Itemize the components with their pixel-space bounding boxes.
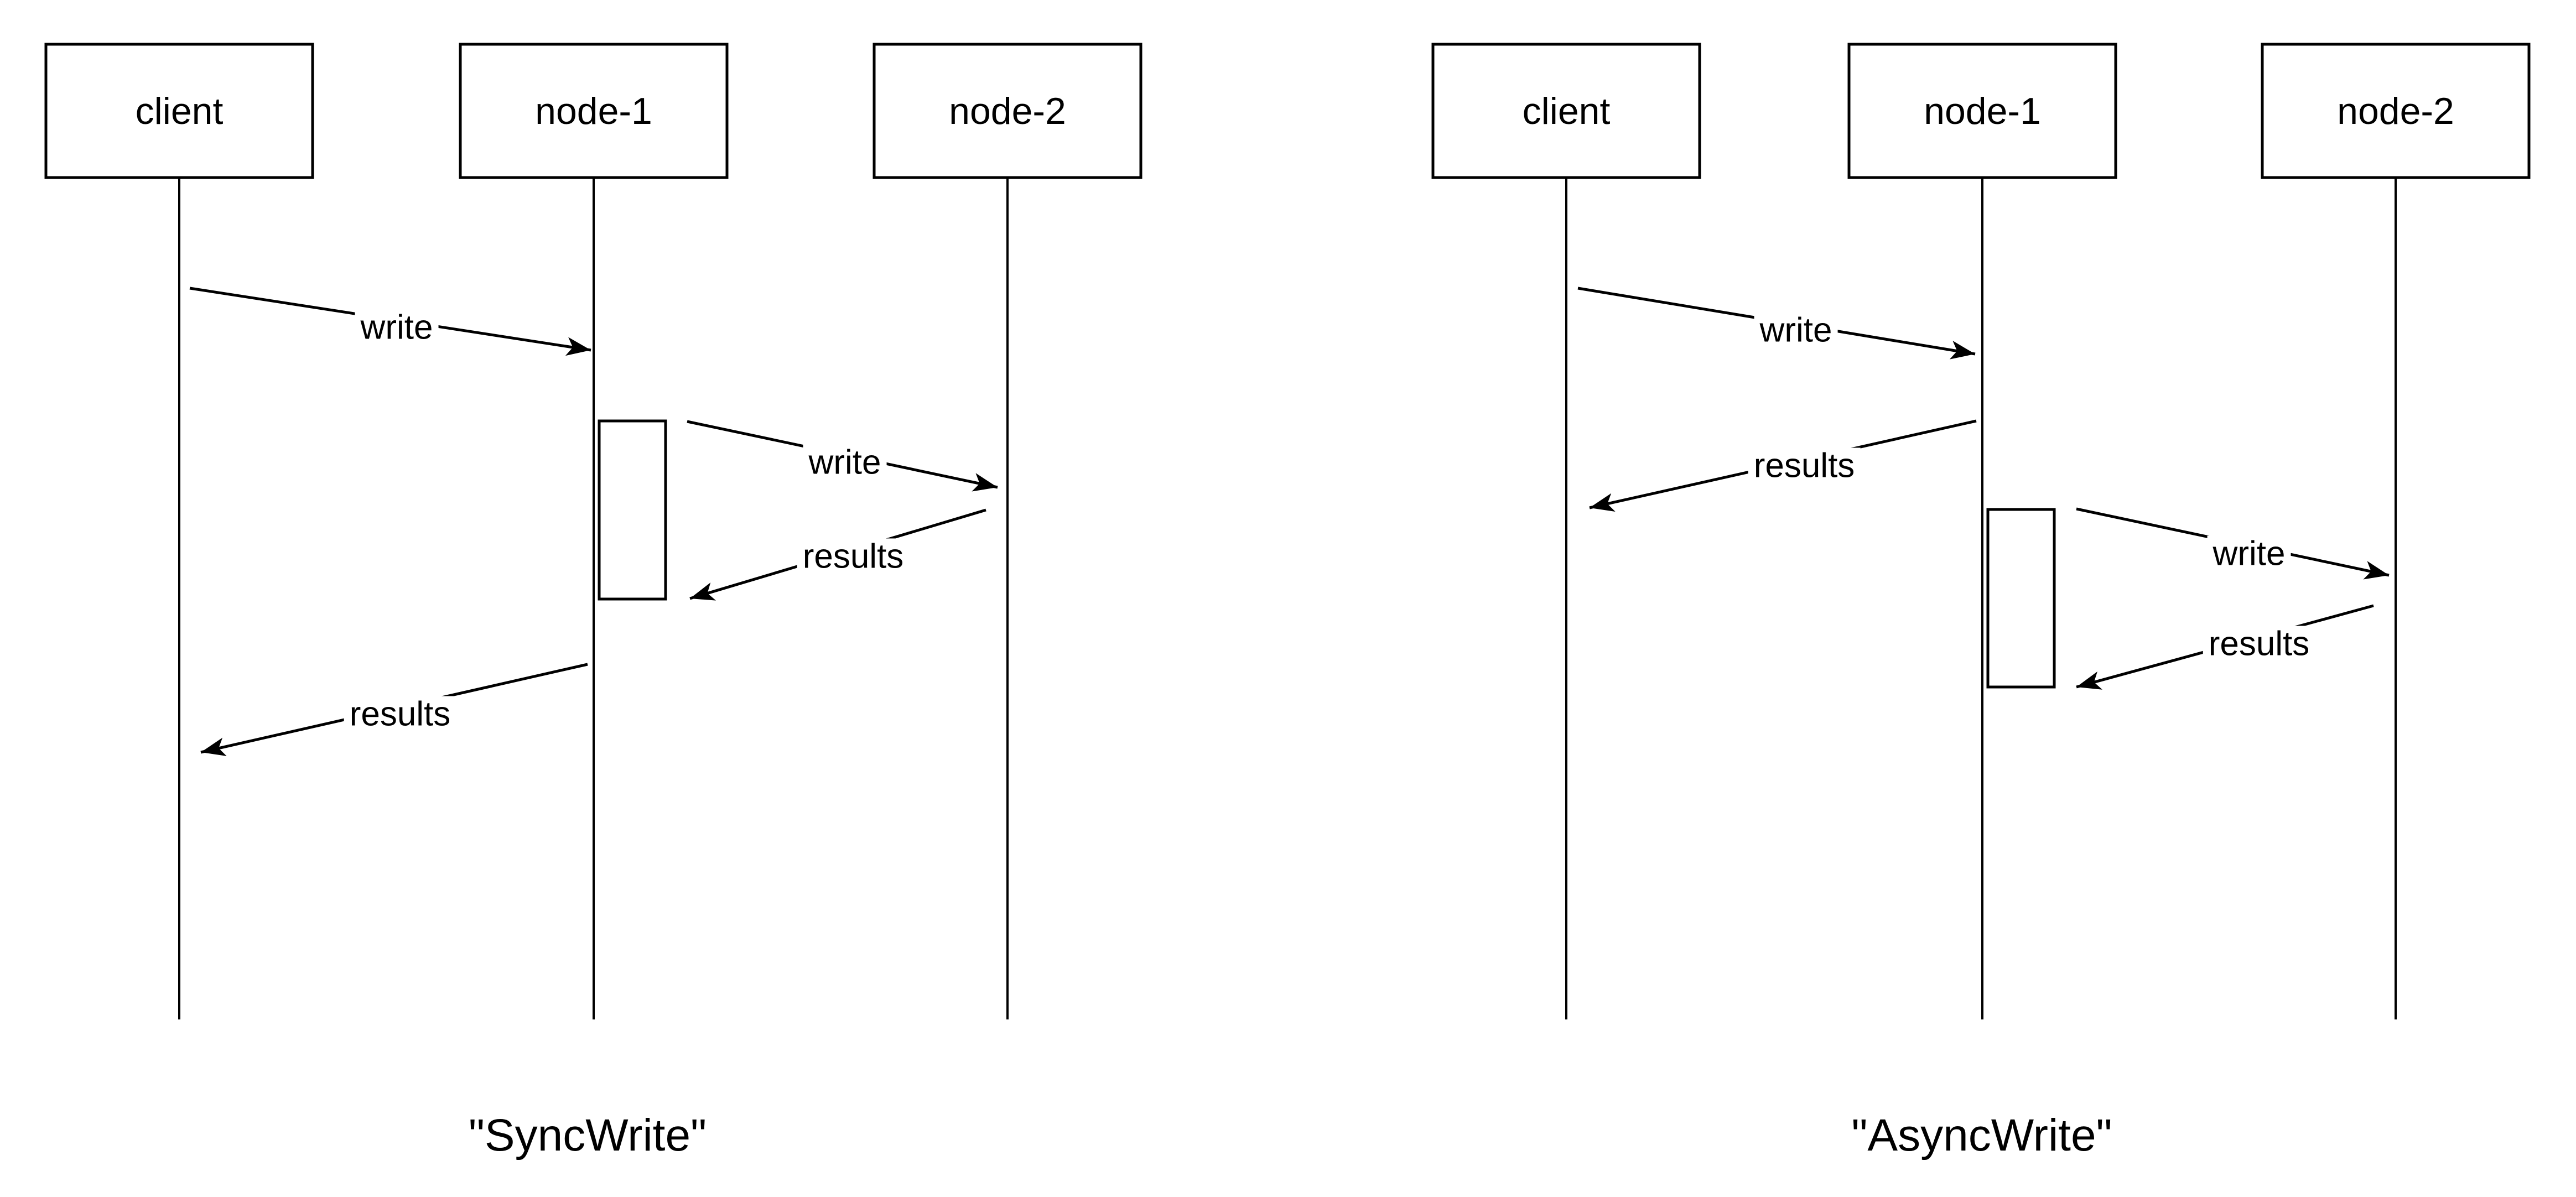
- activation-bar: [1986, 508, 2056, 689]
- actor-box-client: [44, 43, 314, 179]
- actor-box-client: [1431, 43, 1701, 179]
- actor-label-client: client: [1522, 90, 1611, 132]
- diagram-sync-write: [44, 43, 1142, 1019]
- message-label-results: results: [1748, 447, 1861, 484]
- message-label-write: write: [2207, 535, 2291, 572]
- actor-box-node-2: [872, 43, 1142, 179]
- actor-box-node-2: [2261, 43, 2531, 179]
- diagram-caption-sync-write: "SyncWrite": [468, 1110, 707, 1160]
- actor-label-node-1: node-1: [1924, 90, 2041, 132]
- actor-box-node-1: [459, 43, 729, 179]
- message-label-results: results: [2203, 626, 2315, 662]
- actor-label-node-2: node-2: [2337, 90, 2454, 132]
- message-label-write: write: [1754, 312, 1838, 348]
- diagram-caption-async-write: "AsyncWrite": [1851, 1110, 2112, 1160]
- actor-label-node-1: node-1: [535, 90, 652, 132]
- diagram-async-write: [1431, 43, 2531, 1019]
- message-label-write: write: [803, 444, 887, 481]
- actor-label-node-2: node-2: [949, 90, 1066, 132]
- actor-box-node-1: [1847, 43, 2117, 179]
- actor-label-client: client: [135, 90, 224, 132]
- message-label-results: results: [797, 538, 910, 575]
- message-label-results: results: [344, 696, 456, 732]
- activation-bar: [598, 419, 667, 601]
- message-label-write: write: [355, 309, 439, 346]
